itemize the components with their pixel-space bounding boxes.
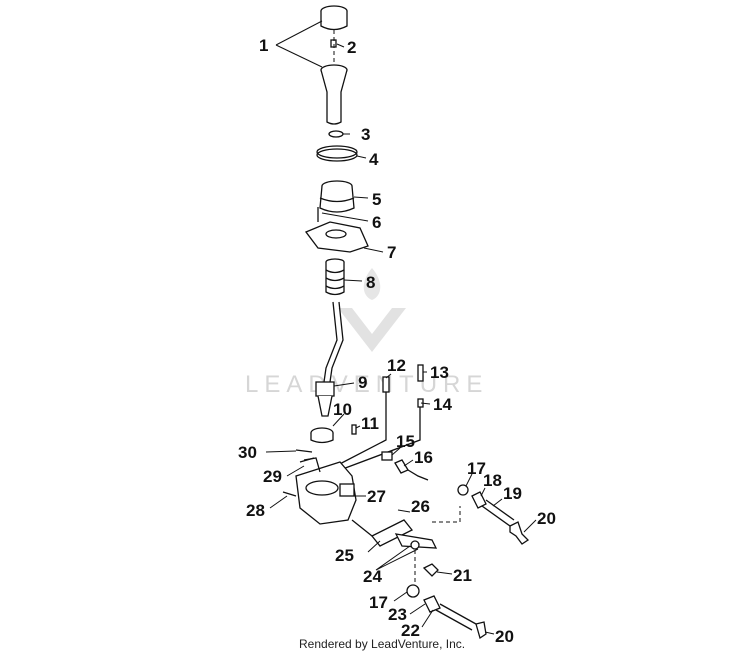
part-upper-tie-rod — [457, 484, 530, 545]
footer-credit: Rendered by LeadVenture, Inc. — [299, 637, 465, 651]
part-collar — [310, 427, 334, 444]
callout-27: 27 — [367, 487, 386, 506]
watermark-text: LEADVENTURE — [245, 371, 488, 398]
part-bracket — [304, 221, 369, 253]
callout-29: 29 — [263, 467, 282, 486]
part-ring — [316, 145, 358, 162]
part-shaft-assembly — [351, 506, 461, 550]
part-boot — [319, 180, 355, 213]
callout-26: 26 — [411, 497, 430, 516]
callout-13: 13 — [430, 363, 449, 382]
callout-6: 6 — [372, 213, 381, 232]
callout-28: 28 — [246, 501, 265, 520]
callout-labels: 1 2 3 4 5 6 7 8 9 10 11 12 13 14 15 16 1… — [238, 36, 556, 646]
callout-17-lower: 17 — [369, 593, 388, 612]
part-clip — [295, 449, 315, 463]
part-stud — [339, 364, 424, 471]
callout-17-upper: 17 — [467, 459, 486, 478]
callout-1: 1 — [259, 36, 268, 55]
part-rod — [331, 376, 390, 469]
callout-16: 16 — [414, 448, 433, 467]
callout-7: 7 — [387, 243, 396, 262]
part-bolt — [282, 491, 297, 497]
part-lower-tie-rod — [406, 550, 487, 640]
watermark-logo-icon — [338, 308, 406, 352]
part-o-ring — [328, 130, 344, 138]
leader-lines — [265, 20, 537, 635]
part-small-pin — [351, 424, 357, 435]
callout-12: 12 — [387, 356, 406, 375]
part-shift-lever — [315, 301, 344, 417]
watermark-flame-icon — [363, 268, 381, 300]
callout-4: 4 — [369, 150, 379, 169]
callout-25: 25 — [335, 546, 354, 565]
callout-11: 11 — [361, 414, 379, 433]
part-nut — [422, 563, 439, 577]
callout-20-upper: 20 — [537, 509, 556, 528]
callout-19: 19 — [503, 484, 522, 503]
part-screw — [330, 30, 337, 64]
part-spring — [325, 258, 345, 296]
callout-22: 22 — [401, 621, 420, 640]
callout-24: 24 — [363, 567, 382, 586]
callout-3: 3 — [361, 125, 370, 144]
callout-30: 30 — [238, 443, 257, 462]
part-knob-cap — [320, 5, 348, 31]
callout-8: 8 — [366, 273, 375, 292]
callout-21: 21 — [453, 566, 472, 585]
callout-18: 18 — [483, 471, 502, 490]
callout-9: 9 — [358, 373, 367, 392]
callout-23: 23 — [388, 605, 407, 624]
callout-20-lower: 20 — [495, 627, 514, 646]
callout-5: 5 — [372, 190, 381, 209]
part-clevis-link — [381, 451, 429, 481]
callout-10: 10 — [333, 400, 352, 419]
part-housing — [295, 457, 357, 525]
callout-2: 2 — [347, 38, 356, 57]
callout-15: 15 — [396, 432, 415, 451]
part-grip — [320, 64, 348, 125]
watermark: LEADVENTURE — [245, 268, 488, 398]
callout-14: 14 — [433, 395, 452, 414]
